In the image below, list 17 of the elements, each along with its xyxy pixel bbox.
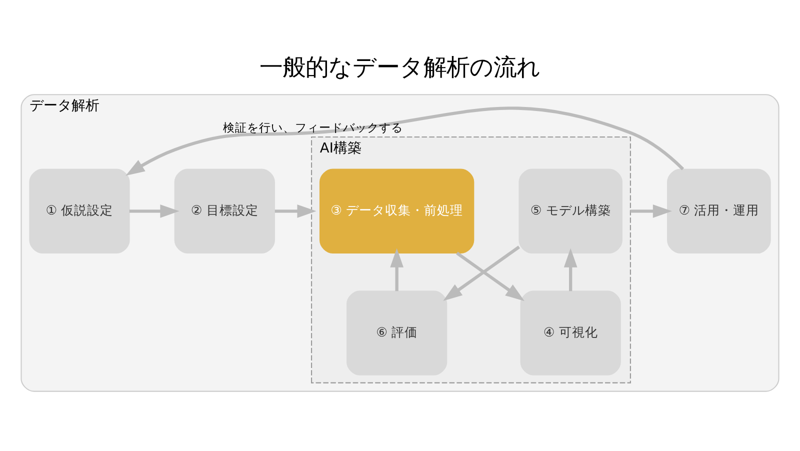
- arrow: [564, 248, 578, 291]
- node-box: ⑥ 評価: [346, 290, 448, 375]
- arrow: [456, 251, 525, 301]
- arrow: [129, 204, 180, 218]
- node-box: ① 仮説設定: [29, 168, 130, 254]
- arrow: [274, 204, 316, 218]
- node-box: ⑤ モデル構築: [518, 168, 622, 254]
- node-box: ⑦ 活用・運用: [667, 168, 771, 254]
- diagram-title: 一般的なデータ解析の流れ: [260, 54, 540, 81]
- arrow: [390, 248, 404, 291]
- node-box: ④ 可視化: [520, 290, 621, 375]
- edge-label: 検証を行い、フィードバックする: [222, 120, 403, 134]
- node-box: ② 目標設定: [174, 168, 275, 254]
- arrow: [443, 245, 520, 300]
- node-box: ③ データ収集・前処理: [319, 168, 474, 254]
- arrow: [126, 106, 684, 176]
- arrow: [630, 204, 672, 218]
